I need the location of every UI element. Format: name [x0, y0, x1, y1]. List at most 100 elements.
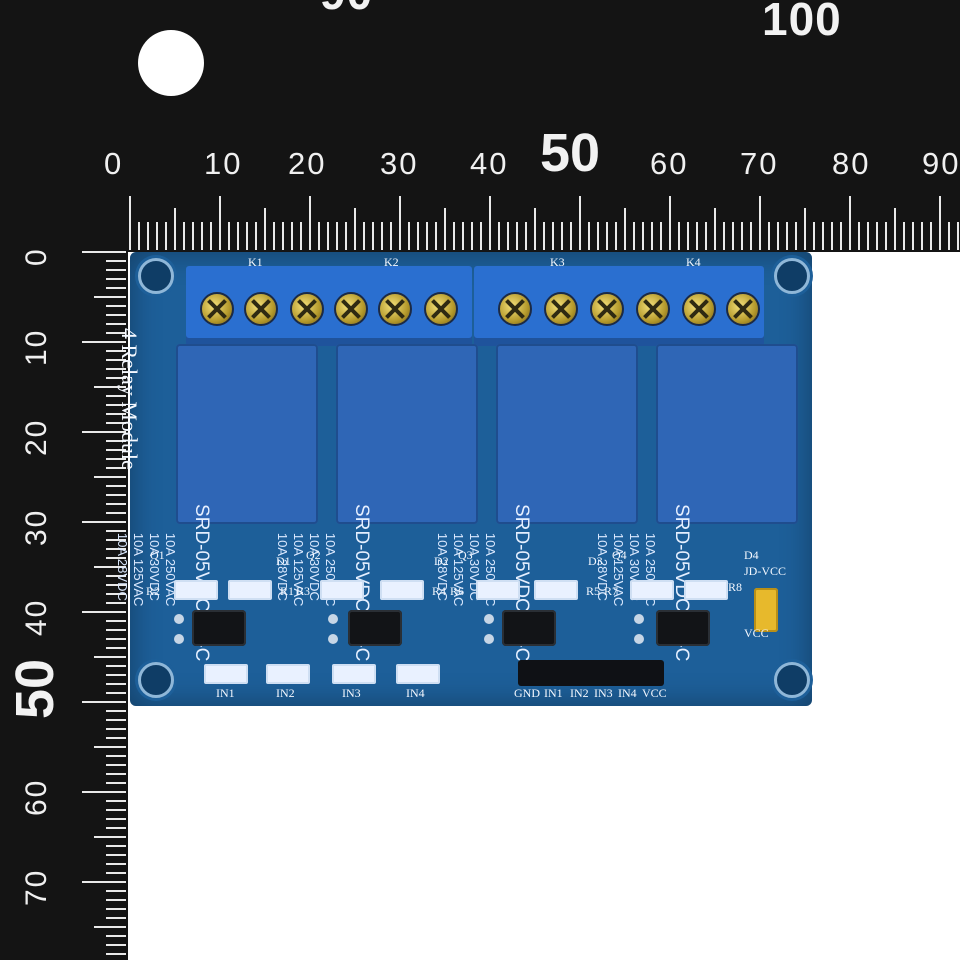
label-in2-led: IN2 — [276, 686, 295, 700]
ruler-hanging-hole — [138, 30, 204, 96]
mounting-hole-bottom-right — [774, 662, 810, 698]
mounting-hole-top-right — [774, 258, 810, 294]
terminal-screw-10 — [636, 292, 670, 326]
label-jd-vcc: JD-VCC — [744, 564, 787, 578]
relay-1-rating-line-4: 10A 28VDC — [115, 532, 130, 601]
via-4 — [328, 634, 338, 644]
label-k1: K1 — [248, 255, 263, 269]
label-k3: K3 — [550, 255, 565, 269]
label-q4: Q4 — [612, 548, 627, 562]
via-6 — [484, 634, 494, 644]
ruler-v-10: 10 — [20, 328, 53, 366]
ruler-v-30: 30 — [20, 508, 53, 546]
relay-board: 4 Relay Module K1 K2 K3 K4 10A 250VAC 1 — [115, 252, 812, 706]
relay-1-rating-line-3: 10A 125VAC — [131, 532, 146, 607]
label-r3: R3 — [296, 584, 311, 598]
ruler-h-70: 70 — [740, 146, 779, 181]
ruler-v-20: 20 — [20, 418, 53, 456]
label-r1: R1 — [280, 584, 295, 598]
ruler-h-80: 80 — [832, 146, 871, 181]
ruler-h-20: 20 — [288, 146, 327, 181]
ruler-h-10: 10 — [204, 146, 243, 181]
terminal-screw-5 — [378, 292, 412, 326]
label-r4: R4 — [432, 584, 447, 598]
resistor-pad-r7 — [630, 580, 674, 600]
input-led-1 — [204, 664, 248, 684]
label-r6: R6 — [450, 584, 465, 598]
terminal-screw-12 — [726, 292, 760, 326]
label-k4: K4 — [686, 255, 701, 269]
ruler-h-40: 40 — [470, 146, 509, 181]
label-d4: D4 — [744, 548, 759, 562]
terminal-screw-3 — [290, 292, 324, 326]
optocoupler-2 — [348, 610, 402, 646]
label-r7: R7 — [604, 584, 619, 598]
terminal-block-right — [474, 266, 764, 346]
ruler-v-40: 40 — [20, 598, 53, 636]
terminal-block-left — [186, 266, 472, 346]
label-in1-led: IN1 — [216, 686, 235, 700]
terminal-screw-9 — [590, 292, 624, 326]
relay-2-rating: 10A 250VAC 10A 30VDC 10A 125VAC 10A 28VD… — [258, 504, 354, 654]
relay-3: 10A 250VAC 10A 30VDC 10A 125VAC 10A 28VD… — [435, 344, 638, 661]
relay-1-rating: 10A 250VAC 10A 30VDC 10A 125VAC 10A 28VD… — [98, 504, 194, 654]
ruler-h-90: 90 — [922, 146, 960, 181]
mounting-hole-bottom-left — [138, 662, 174, 698]
label-r8: R8 — [728, 580, 743, 594]
relay-4: 10A 250VAC 10A 30VDC 10A 125VAC 10A 28VD… — [595, 344, 798, 661]
terminal-screw-8 — [544, 292, 578, 326]
label-q2: Q2 — [306, 548, 321, 562]
ruler-vertical — [0, 0, 128, 960]
label-q1: Q1 — [150, 548, 165, 562]
ruler-h-60: 60 — [650, 146, 689, 181]
label-r5: R5 — [586, 584, 601, 598]
header-pin-gnd: GND — [514, 686, 540, 700]
resistor-pad-r8 — [684, 580, 728, 600]
via-7 — [634, 614, 644, 624]
ruler-large-label-50-vertical: 50 — [5, 658, 66, 720]
label-q3: Q3 — [458, 548, 473, 562]
ruler-h-30: 30 — [380, 146, 419, 181]
header-pin-in3: IN3 — [594, 686, 613, 700]
relay-1: 10A 250VAC 10A 30VDC 10A 125VAC 10A 28VD… — [115, 344, 318, 661]
terminal-screw-6 — [424, 292, 458, 326]
optocoupler-4 — [656, 610, 710, 646]
jd-vcc-jumper[interactable] — [754, 588, 778, 632]
terminal-screw-2 — [244, 292, 278, 326]
terminal-screw-11 — [682, 292, 716, 326]
header-pin-in1: IN1 — [544, 686, 563, 700]
label-r2: R2 — [146, 584, 161, 598]
header-pin-vcc: VCC — [642, 686, 667, 700]
resistor-pad-r1 — [228, 580, 272, 600]
via-2 — [174, 634, 184, 644]
header-pin-in2: IN2 — [570, 686, 589, 700]
resistor-pad-r6 — [476, 580, 520, 600]
label-k2: K2 — [384, 255, 399, 269]
label-in4-led: IN4 — [406, 686, 425, 700]
input-header[interactable] — [518, 660, 664, 686]
terminal-screw-4 — [334, 292, 368, 326]
via-8 — [634, 634, 644, 644]
via-5 — [484, 614, 494, 624]
label-in3-led: IN3 — [342, 686, 361, 700]
input-led-2 — [266, 664, 310, 684]
ruler-v-70: 70 — [20, 868, 53, 906]
ruler-v-60: 60 — [20, 778, 53, 816]
resistor-pad-r5 — [534, 580, 578, 600]
input-led-4 — [396, 664, 440, 684]
ruler-large-label-100: 100 — [762, 0, 842, 45]
via-1 — [174, 614, 184, 624]
ruler-v-0: 0 — [20, 247, 53, 266]
relay-3-rating: 10A 250VAC 10A 30VDC 10A 125VAC 10A 28VD… — [418, 504, 514, 654]
ruler-partial-digits: 90 — [320, 0, 373, 20]
header-pin-in4: IN4 — [618, 686, 637, 700]
terminal-screw-1 — [200, 292, 234, 326]
ruler-large-label-50-horizontal: 50 — [540, 123, 601, 183]
resistor-pad-r3 — [320, 580, 364, 600]
label-d2: D2 — [434, 554, 449, 568]
optocoupler-3 — [502, 610, 556, 646]
label-d3: D3 — [588, 554, 603, 568]
label-vcc: VCC — [744, 626, 769, 640]
terminal-screw-7 — [498, 292, 532, 326]
